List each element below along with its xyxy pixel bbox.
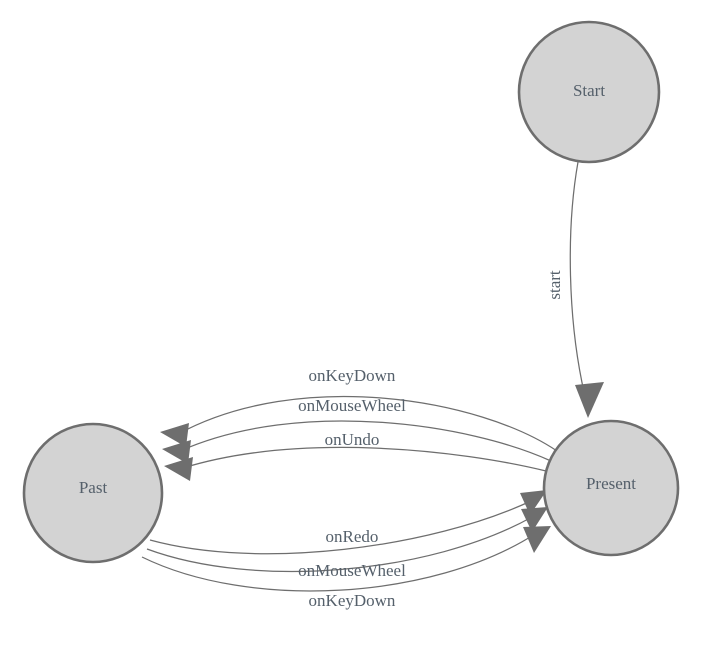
edge-onmousewheel-undo-arrowhead xyxy=(162,440,191,464)
edge-onmousewheel-undo[interactable] xyxy=(162,420,552,464)
node-past-label: Past xyxy=(79,478,108,497)
edge-onkeydown-undo-label: onKeyDown xyxy=(309,366,396,385)
node-present-circle xyxy=(542,419,680,557)
edge-onmousewheel-redo-path xyxy=(146,516,533,573)
edge-onundo-path xyxy=(182,446,547,472)
edge-onmousewheel-redo-arrowhead xyxy=(521,507,548,532)
edge-onmousewheel-undo-label: onMouseWheel xyxy=(298,396,406,415)
edge-onundo[interactable] xyxy=(164,446,547,481)
edge-onmousewheel-undo-path xyxy=(179,420,552,462)
edge-onredo-arrowhead xyxy=(520,490,547,515)
node-present-label: Present xyxy=(586,474,636,493)
node-present[interactable]: Present xyxy=(542,419,680,557)
edge-onmousewheel-redo-label: onMouseWheel xyxy=(298,561,406,580)
edge-onredo-label: onRedo xyxy=(326,527,379,546)
edge-start[interactable] xyxy=(569,161,604,418)
node-start[interactable]: Start xyxy=(517,20,661,164)
edge-onkeydown-redo-label: onKeyDown xyxy=(309,591,396,610)
edge-onkeydown-redo-arrowhead xyxy=(523,526,551,553)
edge-onredo[interactable] xyxy=(149,490,547,555)
edge-onundo-arrowhead xyxy=(164,457,193,481)
edge-onkeydown-undo-path xyxy=(177,395,558,452)
edge-start-label: start xyxy=(545,270,564,300)
edge-onmousewheel-redo[interactable] xyxy=(146,507,548,573)
node-past[interactable]: Past xyxy=(22,422,164,564)
edge-onundo-label: onUndo xyxy=(325,430,380,449)
node-past-circle xyxy=(22,422,164,564)
edge-start-arrowhead xyxy=(575,382,604,418)
edge-start-path xyxy=(569,161,585,393)
node-start-circle xyxy=(517,20,661,164)
edge-onkeydown-redo-path xyxy=(141,533,536,592)
node-start-label: Start xyxy=(573,81,605,100)
edge-onkeydown-undo-arrowhead xyxy=(160,423,189,447)
edge-onredo-path xyxy=(149,500,532,555)
edge-onkeydown-redo[interactable] xyxy=(141,526,551,592)
edge-onkeydown-undo[interactable] xyxy=(160,395,558,452)
